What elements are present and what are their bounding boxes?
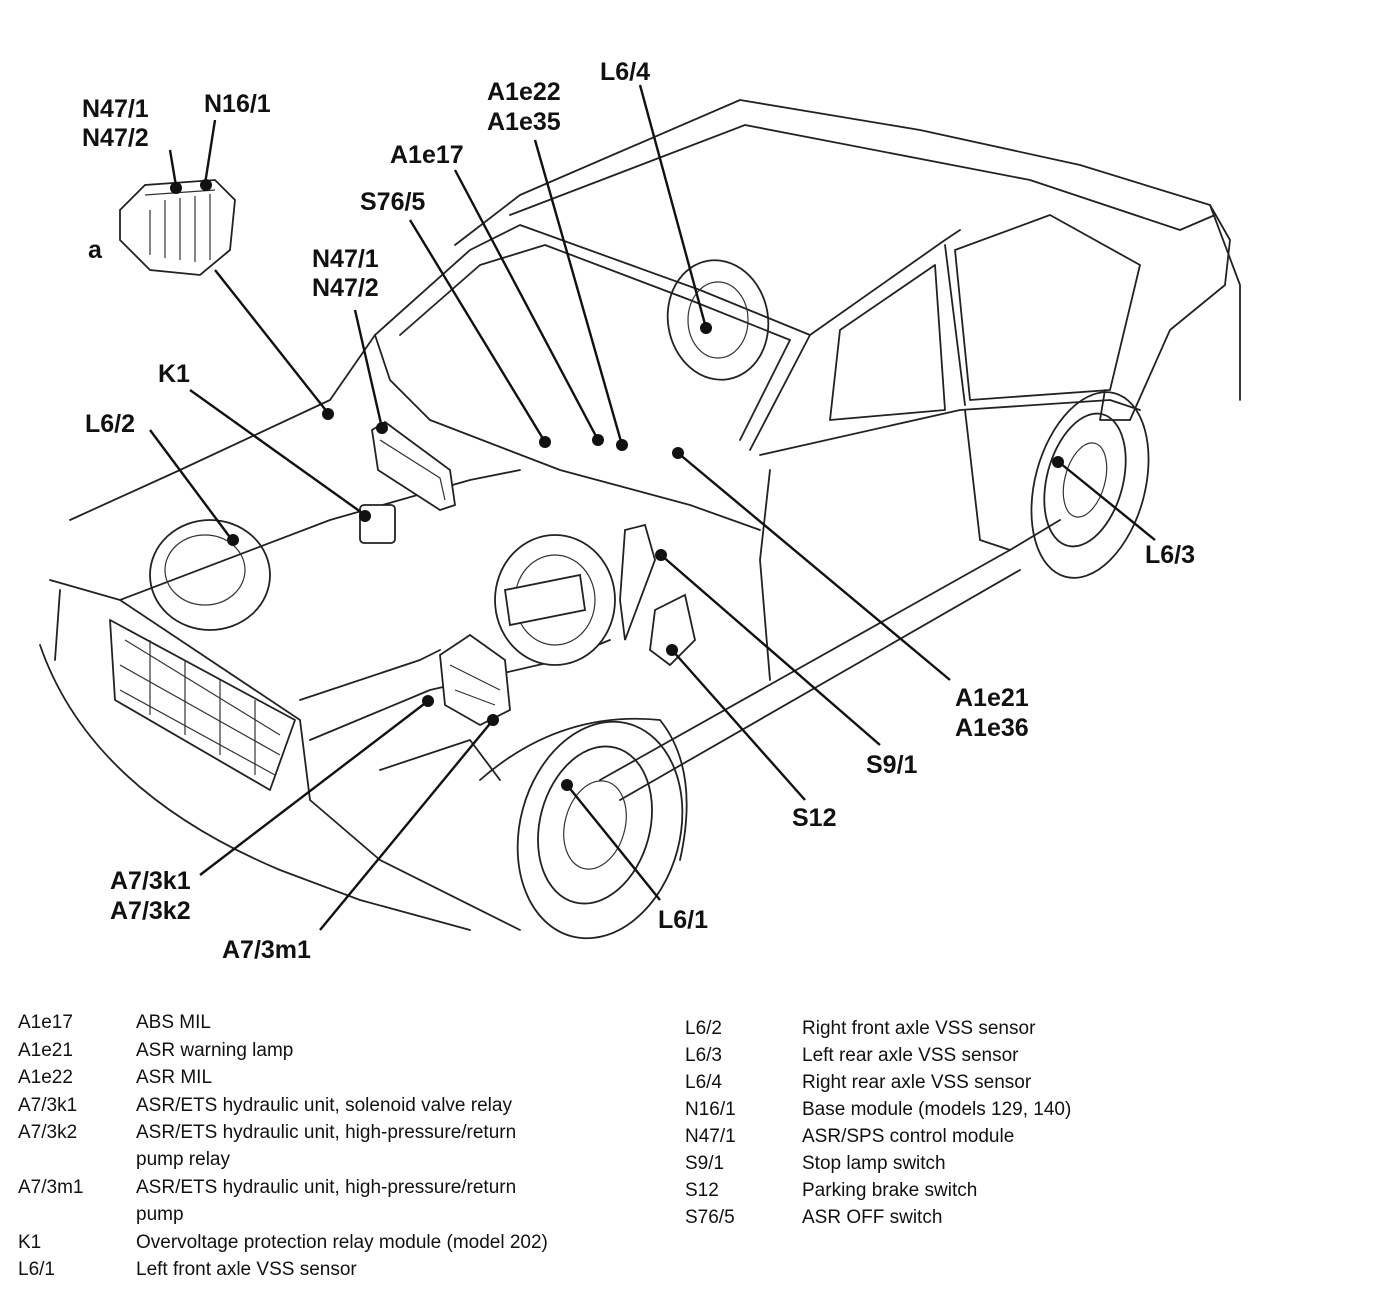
- callout-s9-1: S9/1: [866, 751, 918, 779]
- control-module-n47-center: [371, 420, 456, 511]
- legend-desc: ASR/ETS hydraulic unit, high-pressure/re…: [136, 1122, 517, 1143]
- car-body-drawing: [39, 99, 1241, 931]
- callout-labels: N47/1 N47/2 N16/1 a K1 L6/2 N47/1 N47/2 …: [82, 58, 1195, 964]
- module-box-n47-n16: [119, 179, 236, 276]
- legend-code: N47/1: [685, 1126, 736, 1147]
- callout-a1e21: A1e21: [955, 684, 1029, 712]
- callout-n16-1: N16/1: [204, 90, 271, 118]
- legend-desc: ABS MIL: [136, 1012, 211, 1033]
- callout-l6-4: L6/4: [600, 58, 650, 86]
- callout-a7-3m1: A7/3m1: [222, 936, 311, 964]
- callout-n47-2-left: N47/2: [82, 124, 149, 152]
- legend-code: A1e22: [18, 1067, 73, 1088]
- rear-left-wheel: [1030, 391, 1150, 579]
- legend-desc: Overvoltage protection relay module (mod…: [136, 1232, 548, 1253]
- callout-l6-2: L6/2: [85, 410, 135, 438]
- legend-code: K1: [18, 1232, 42, 1253]
- callout-n47-1-left: N47/1: [82, 95, 149, 123]
- callout-a7-3k1: A7/3k1: [110, 867, 191, 895]
- callout-a1e36: A1e36: [955, 714, 1029, 742]
- front-right-wheel: [149, 519, 271, 631]
- legend-code: L6/3: [685, 1045, 722, 1066]
- callout-a1e22: A1e22: [487, 78, 561, 106]
- callout-s76-5: S76/5: [360, 188, 425, 216]
- legend-code: A7/3m1: [18, 1177, 84, 1198]
- leader-lines: [149, 84, 1156, 931]
- callout-s12: S12: [792, 804, 836, 832]
- legend-code: A7/3k1: [18, 1095, 78, 1116]
- legend-left: A1e17 ABS MIL A1e21 ASR warning lamp A1e…: [18, 1012, 658, 1292]
- legend-code: L6/2: [685, 1018, 722, 1039]
- callout-n47-2-center: N47/2: [312, 274, 379, 302]
- legend-right: L6/2 Right front axle VSS sensor L6/3 Le…: [685, 1018, 1345, 1248]
- legend-code: A1e21: [18, 1040, 73, 1061]
- legend-desc: pump relay: [136, 1149, 230, 1170]
- parking-brake-switch-bracket: [649, 593, 696, 667]
- legend-desc: Right rear axle VSS sensor: [802, 1072, 1032, 1093]
- rear-right-wheel: [666, 259, 770, 381]
- callout-a1e17: A1e17: [390, 141, 464, 169]
- callout-a7-3k2: A7/3k2: [110, 897, 191, 925]
- callout-a1e35: A1e35: [487, 108, 561, 136]
- legend-code: S9/1: [685, 1153, 725, 1174]
- legend-desc: Base module (models 129, 140): [802, 1099, 1072, 1120]
- legend-desc: Parking brake switch: [802, 1180, 978, 1201]
- callout-l6-3: L6/3: [1145, 541, 1195, 569]
- legend-desc: Left rear axle VSS sensor: [802, 1045, 1019, 1066]
- legend-desc: Stop lamp switch: [802, 1153, 946, 1174]
- callout-l6-1: L6/1: [658, 906, 708, 934]
- legend-code: L6/1: [18, 1259, 55, 1280]
- legend-code: L6/4: [685, 1072, 722, 1093]
- legend-code: N16/1: [685, 1099, 736, 1120]
- legend-desc: ASR/ETS hydraulic unit, solenoid valve r…: [136, 1095, 512, 1116]
- callout-k1: K1: [158, 360, 190, 388]
- legend-code: S76/5: [685, 1207, 735, 1228]
- callout-n47-1-center: N47/1: [312, 245, 379, 273]
- legend-desc: ASR/SPS control module: [802, 1126, 1015, 1147]
- callout-label-a: a: [88, 236, 103, 264]
- component-location-diagram: N47/1 N47/2 N16/1 a K1 L6/2 N47/1 N47/2 …: [39, 58, 1241, 964]
- legend-code: A7/3k2: [18, 1122, 78, 1143]
- stop-lamp-switch-bracket: [619, 523, 656, 641]
- legend-desc: ASR OFF switch: [802, 1207, 943, 1228]
- callout-dots: [170, 179, 1064, 791]
- legend-code: A1e17: [18, 1012, 73, 1033]
- legend-desc: ASR warning lamp: [136, 1040, 294, 1061]
- legend-desc: ASR/ETS hydraulic unit, high-pressure/re…: [136, 1177, 517, 1198]
- brake-booster: [494, 534, 616, 666]
- legend-code: S12: [685, 1180, 719, 1201]
- hydraulic-unit: [439, 633, 511, 727]
- legend-desc: Left front axle VSS sensor: [136, 1259, 357, 1280]
- front-left-wheel: [516, 720, 684, 940]
- legend-desc: ASR MIL: [136, 1067, 213, 1088]
- legend-desc: pump: [136, 1204, 184, 1225]
- legend-desc: Right front axle VSS sensor: [802, 1018, 1036, 1039]
